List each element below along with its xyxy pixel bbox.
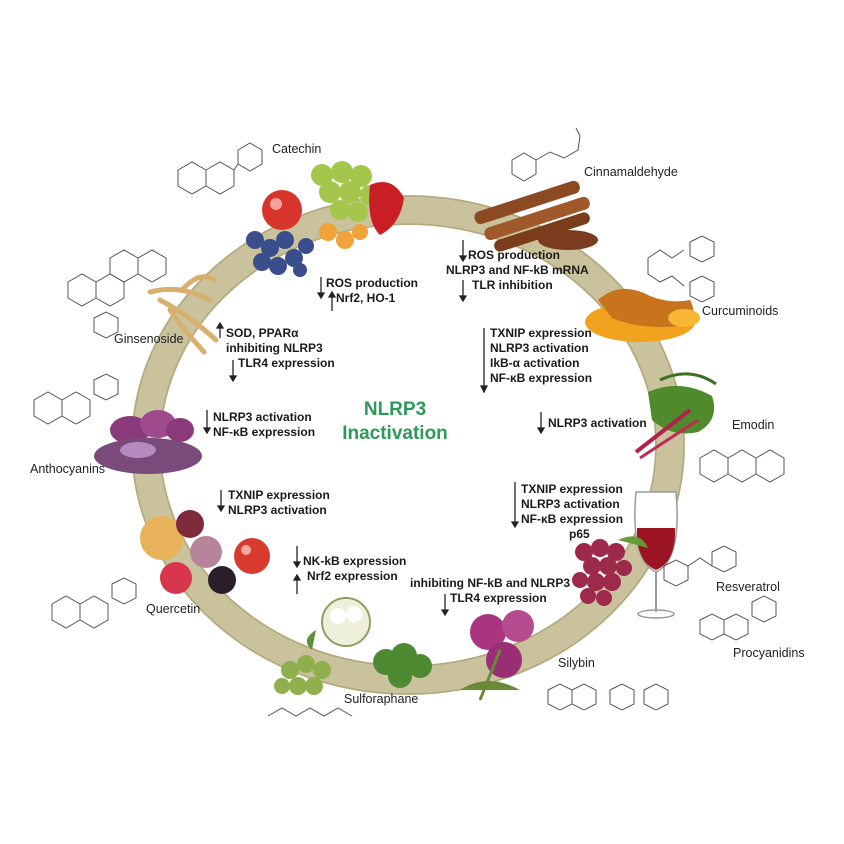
- effects-curcuminoids: TXNIP expression NLRP3 activation IkB-α …: [490, 326, 592, 386]
- resveratrol-structure: [663, 545, 737, 587]
- effect-line: Nrf2 expression: [307, 569, 398, 583]
- effect-line: NLRP3 activation: [521, 497, 620, 511]
- cinnamon-image: [474, 180, 598, 252]
- catechin-fruits-image: [246, 161, 404, 277]
- label-silybin: Silybin: [558, 656, 595, 670]
- effect-line: NLRP3 and NF-kB mRNA: [446, 263, 589, 277]
- quercetin-structure: [51, 577, 137, 629]
- silybin-thistle-image: [460, 610, 534, 701]
- effect-line: NLRP3 activation: [213, 410, 312, 424]
- effect-line: NF-κB expression: [521, 512, 624, 526]
- sulforaphane-vegetables-image: [274, 597, 432, 695]
- effects-resveratrol: TXNIP expression NLRP3 activation NF-κB …: [521, 482, 623, 542]
- label-curcuminoids: Curcuminoids: [702, 304, 779, 318]
- wine-glass-image: [634, 491, 678, 619]
- procyanidins-structure: [699, 595, 777, 641]
- effect-line: TXNIP expression: [490, 326, 592, 340]
- ginseng-root-image: [147, 274, 219, 355]
- effect-line: NF-κB expression: [490, 371, 593, 385]
- effect-line: TXNIP expression: [521, 482, 623, 496]
- curcuminoids-structure: [647, 235, 715, 303]
- effect-line: NF-κB expression: [213, 425, 316, 439]
- effect-line: TLR inhibition: [472, 278, 553, 292]
- effect-arrows: [202, 240, 546, 617]
- emodin-plant-image: [634, 372, 717, 460]
- label-ginsenoside: Ginsenoside: [114, 332, 184, 346]
- effect-line: IkB-α activation: [490, 356, 580, 370]
- effect-line: TXNIP expression: [228, 488, 330, 502]
- effects-silybin: inhibiting NF-kB and NLRP3 TLR4 expressi…: [410, 576, 570, 606]
- effects-quercetin: TXNIP expression NLRP3 activation: [228, 488, 330, 518]
- effects-cinnamaldehyde: ROS production NLRP3 and NF-kB mRNA TLR …: [446, 248, 589, 293]
- silybin-structure: [547, 683, 669, 711]
- anthocyanins-structure: [33, 373, 119, 425]
- sulforaphane-structure: [267, 707, 353, 717]
- effect-line: NLRP3 activation: [490, 341, 589, 355]
- label-emodin: Emodin: [732, 418, 775, 432]
- catechin-structure: [177, 142, 263, 195]
- effect-line: TLR4 expression: [238, 356, 335, 370]
- center-title-line1: NLRP3: [363, 399, 427, 420]
- turmeric-image: [585, 288, 700, 342]
- quercetin-fruits-image: [140, 510, 270, 594]
- label-cinnamaldehyde: Cinnamaldehyde: [584, 165, 678, 179]
- effect-line: SOD, PPARα: [226, 326, 299, 340]
- center-title: NLRP3 Inactivation: [330, 398, 460, 446]
- effects-emodin: NLRP3 activation: [548, 416, 647, 431]
- effect-line: inhibiting NF-kB and NLRP3: [410, 576, 570, 590]
- effect-line: p65: [569, 527, 590, 541]
- label-catechin: Catechin: [272, 142, 322, 156]
- center-title-line2: Inactivation: [342, 423, 448, 444]
- effect-line: ROS production: [468, 248, 560, 262]
- emodin-structure: [699, 449, 785, 483]
- anthocyanins-potato-image: [94, 410, 202, 474]
- label-sulforaphane: Sulforaphane: [344, 692, 419, 706]
- effect-line: NK-kB expression: [303, 554, 407, 568]
- effect-line: NLRP3 activation: [548, 416, 647, 430]
- effects-catechin: ROS production Nrf2, HO-1: [326, 276, 418, 306]
- label-anthocyanins: Anthocyanins: [30, 462, 106, 476]
- effects-sulforaphane: NK-kB expression Nrf2 expression: [303, 554, 406, 584]
- effect-line: Nrf2, HO-1: [336, 291, 396, 305]
- effect-line: TLR4 expression: [450, 591, 547, 605]
- label-quercetin: Quercetin: [146, 602, 201, 616]
- effects-ginsenoside: SOD, PPARα inhibiting NLRP3 TLR4 express…: [226, 326, 335, 371]
- effect-line: NLRP3 activation: [228, 503, 327, 517]
- cinnamaldehyde-structure: [511, 127, 581, 182]
- effect-line: inhibiting NLRP3: [226, 341, 323, 355]
- label-resveratrol: Resveratrol: [716, 580, 780, 594]
- ginsenoside-structure: [67, 249, 167, 339]
- label-procyanidins: Procyanidins: [733, 646, 805, 660]
- effects-anthocyanins: NLRP3 activation NF-κB expression: [213, 410, 315, 440]
- grapes-image: [572, 536, 648, 606]
- effect-line: ROS production: [326, 276, 418, 290]
